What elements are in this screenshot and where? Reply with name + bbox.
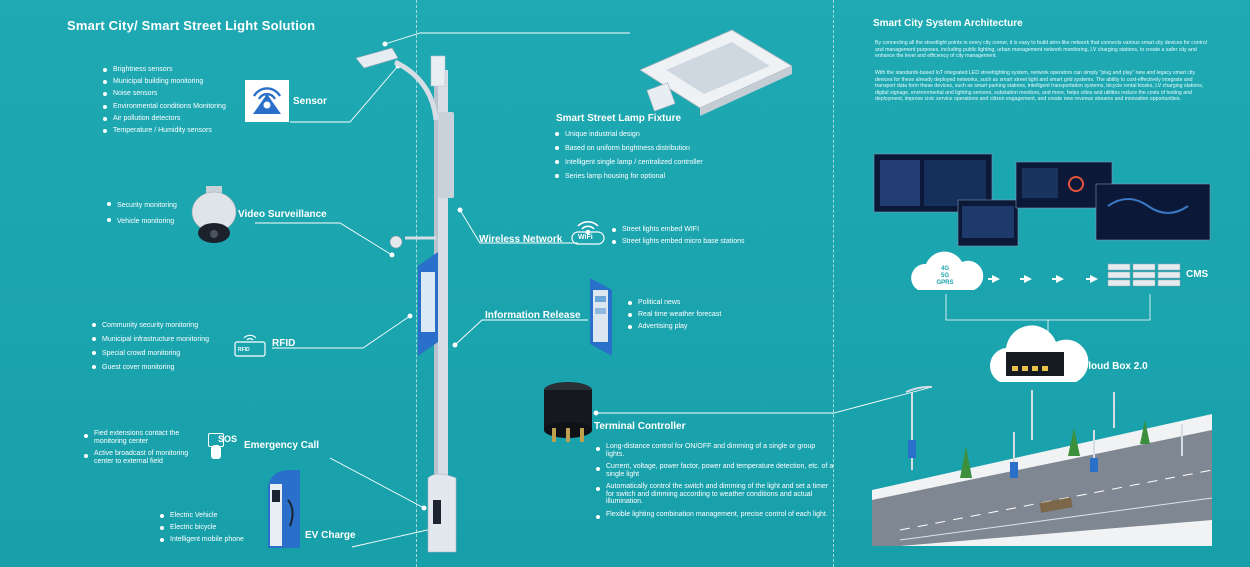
list-item: Intelligent single lamp / centralized co… (553, 156, 703, 170)
connector-info (454, 319, 588, 346)
emergency-call-label: Emergency Call (244, 440, 320, 451)
wifi-badge (571, 231, 605, 245)
info-panel-illustration (590, 278, 612, 356)
wireless-list: Street lights embed WIFI Street lights e… (610, 224, 745, 248)
list-item: Street lights embed WIFI (610, 224, 745, 236)
list-item: Political news (626, 297, 721, 309)
list-item: Community security monitoring (90, 319, 209, 333)
terminal-controller-illustration (544, 382, 592, 442)
cloud-item-gprs: GPRS (936, 280, 954, 286)
list-item: Fied extensions contact the monitoring c… (82, 430, 200, 445)
lamp-fixture-illustration (639, 29, 793, 116)
wifi-icon-text: WiFi (578, 234, 593, 241)
cms-label: CMS (1186, 269, 1209, 280)
architecture-paragraph-2: With the standards-based IoT integrated … (875, 70, 1204, 103)
connector-emergency (329, 457, 425, 509)
sensor-icon (252, 87, 282, 114)
cloud-box-label: Cloud Box 2.0 (1081, 361, 1148, 372)
connector-ev (351, 527, 437, 548)
cloud-icon-network (911, 251, 984, 290)
list-item: Based on uniform brightness distribution (553, 142, 703, 156)
cloud-box-icon (990, 325, 1089, 382)
sos-icon: SOS (208, 433, 240, 461)
emergency-list: Fied extensions contact the monitoring c… (82, 430, 200, 470)
information-release-label: Information Release (485, 310, 581, 321)
connector-rfid (272, 315, 411, 349)
cloud-network-list: 4G 5G GPRS (930, 266, 960, 287)
terminal-list: Long-distance control for ON/OFF and dim… (594, 443, 834, 523)
list-item: Brightness sensors (101, 64, 226, 76)
flow-arrows (988, 275, 1098, 283)
wireless-network-label: Wireless Network (479, 234, 563, 245)
terminal-controller-label: Terminal Controller (594, 421, 686, 432)
bracket-line (945, 294, 1151, 321)
list-item: Unique industrial design (553, 128, 703, 142)
connector-lamp (384, 32, 630, 45)
architecture-paragraph-1: By connecting all the streetlight points… (875, 40, 1207, 60)
list-item: Series lamp housing for optional (553, 170, 703, 184)
rfid-label: RFID (272, 338, 296, 349)
list-item: Electric Vehicle (158, 510, 244, 522)
video-list: Security monitoring Vehicle monitoring (105, 198, 177, 230)
rfid-icon-text: RFID (238, 347, 250, 353)
rfid-list: Community security monitoring Municipal … (90, 319, 209, 375)
connector-sensor (290, 65, 399, 123)
list-item: Street lights embed micro base stations (610, 236, 745, 248)
ev-charger-illustration (268, 470, 300, 548)
dome-camera-illustration (191, 186, 237, 243)
list-item: Long-distance control for ON/OFF and dim… (594, 443, 834, 458)
cloud-item-4g: 4G (940, 266, 949, 272)
list-item: Security monitoring (105, 198, 177, 214)
list-item: Noise sensors (101, 88, 226, 100)
list-item: Intelligent mobile phone (158, 534, 244, 546)
lamp-fixture-label: Smart Street Lamp Fixture (556, 113, 682, 124)
ev-list: Electric Vehicle Electric bicycle Intell… (158, 510, 244, 547)
list-item: Current, voltage, power factor, power an… (594, 463, 834, 478)
list-item: Municipal infrastructure monitoring (90, 333, 209, 347)
list-item: Active broadcast of monitoring center to… (82, 450, 200, 465)
list-item: Temperature / Humidity sensors (101, 125, 226, 137)
sos-icon-text: SOS (218, 434, 238, 444)
info-list: Political news Real time weather forecas… (626, 297, 721, 334)
list-item: Municipal building monitoring (101, 76, 226, 88)
list-item: Guest cover monitoring (90, 361, 209, 375)
sensor-list: Brightness sensors Municipal building mo… (101, 64, 226, 137)
video-surveillance-label: Video Surveillance (238, 209, 327, 220)
list-item: Air pollution detectors (101, 113, 226, 125)
connector-lines (255, 32, 933, 548)
list-item: Electric bicycle (158, 522, 244, 534)
cloud-item-5g: 5G (940, 273, 949, 279)
connector-video (255, 222, 393, 256)
server-stack-icon (1107, 263, 1181, 287)
list-item: Real time weather forecast (626, 309, 721, 321)
dashboard-screens-illustration (873, 153, 1211, 247)
ev-charge-label: EV Charge (305, 530, 356, 541)
page-fold-right (833, 0, 835, 567)
road-scene-illustration (872, 385, 1213, 546)
list-item: Flexible lighting combination management… (594, 511, 834, 518)
list-item: Vehicle monitoring (105, 214, 177, 230)
architecture-title: Smart City System Architecture (873, 18, 1023, 29)
page-title: Smart City/ Smart Street Light Solution (67, 18, 316, 33)
list-item: Special crowd monitoring (90, 347, 209, 361)
connector-wireless (459, 209, 578, 244)
list-item: Automatically control the switch and dim… (594, 483, 834, 506)
page-fold-left (416, 0, 418, 567)
rfid-icon (234, 334, 266, 357)
list-item: Advertising play (626, 321, 721, 333)
list-item: Environmental conditions Monitoring (101, 101, 226, 113)
smart-pole-illustration (355, 47, 457, 553)
connector-terminal (596, 386, 933, 414)
lamp-list: Unique industrial design Based on unifor… (553, 128, 703, 184)
sensor-label: Sensor (293, 96, 327, 107)
